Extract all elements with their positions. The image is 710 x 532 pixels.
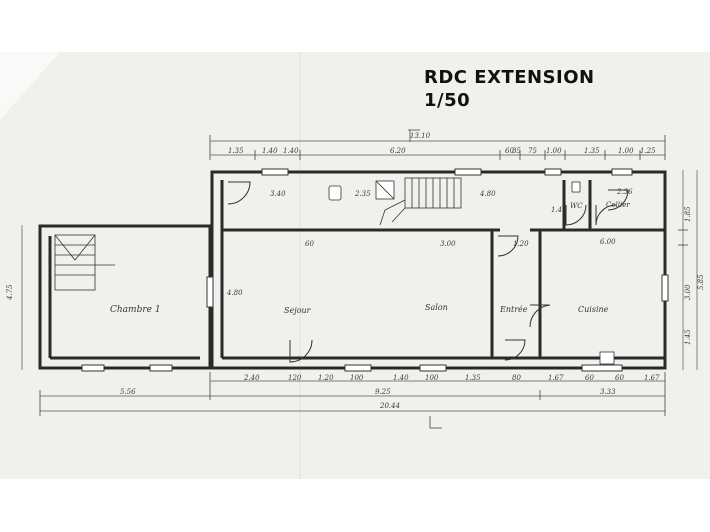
doors [227, 181, 629, 363]
svg-text:1.35: 1.35 [228, 147, 244, 155]
svg-text:1.35: 1.35 [465, 374, 481, 382]
svg-text:1.25: 1.25 [640, 147, 656, 155]
svg-text:3.40: 3.40 [270, 190, 286, 198]
svg-text:9.25: 9.25 [375, 388, 391, 396]
svg-text:3.00: 3.00 [440, 240, 456, 248]
svg-text:1.67: 1.67 [548, 374, 564, 382]
svg-text:60: 60 [585, 374, 594, 382]
svg-text:1.00: 1.00 [546, 147, 562, 155]
svg-text:1.45: 1.45 [551, 206, 567, 214]
room-label-salon: Salon [425, 303, 448, 312]
fixtures [328, 180, 615, 365]
windows [81, 168, 669, 372]
dim-bottom-mid: 5.56 9.25 3.33 [120, 388, 616, 396]
staircase-main [379, 177, 462, 226]
dim-inner: 3.40 2.35 4.80 2.36 1.45 60 3.00 6.00 4.… [226, 188, 633, 297]
svg-text:35: 35 [512, 147, 521, 155]
paper-sheet [0, 52, 710, 479]
svg-text:1.40: 1.40 [393, 374, 409, 382]
dim-right: 1.85 3.00 1.45 5.85 [684, 206, 705, 345]
dim-top-segments: 1.35 1.40 1.40 6.20 60 35 75 1.00 1.35 1… [228, 147, 656, 155]
svg-text:60: 60 [305, 240, 314, 248]
svg-text:80: 80 [512, 374, 521, 382]
svg-text:60: 60 [505, 147, 514, 155]
svg-text:60: 60 [615, 374, 624, 382]
paper-fold [0, 52, 60, 120]
dim-bottom-segments: 2.40 120 1.20 100 1.40 100 1.35 80 1.67 … [243, 374, 660, 382]
svg-text:1.40: 1.40 [262, 147, 278, 155]
bottom-dimension-chain [39, 372, 666, 429]
svg-text:75: 75 [528, 147, 537, 155]
svg-text:1.45: 1.45 [684, 329, 692, 345]
chambre-outer-wall [38, 224, 212, 370]
svg-text:3.33: 3.33 [600, 388, 616, 396]
top-dimension-chain [209, 129, 666, 160]
svg-text:1.85: 1.85 [684, 206, 692, 222]
svg-text:6.00: 6.00 [600, 238, 616, 246]
staircase-chambre [54, 234, 115, 291]
svg-text:100: 100 [350, 374, 364, 382]
room-label-cuisine: Cuisine [578, 305, 609, 314]
svg-text:2.35: 2.35 [354, 190, 371, 198]
svg-text:1.40: 1.40 [283, 147, 299, 155]
svg-text:4.80: 4.80 [479, 190, 496, 198]
dim-bottom-total: 20.44 [379, 402, 400, 410]
svg-text:2.40: 2.40 [243, 374, 260, 382]
svg-text:5.56: 5.56 [120, 388, 136, 396]
room-label-cellier: Cellier [606, 201, 630, 209]
svg-text:4.80: 4.80 [226, 289, 243, 297]
room-label-wc: WC [570, 202, 583, 210]
plan-scale: 1/50 [424, 90, 471, 111]
svg-text:6.20: 6.20 [390, 147, 406, 155]
svg-text:5.85: 5.85 [697, 274, 705, 290]
svg-text:1.20: 1.20 [318, 374, 334, 382]
svg-text:1.20: 1.20 [513, 240, 529, 248]
svg-text:1.00: 1.00 [618, 147, 634, 155]
dim-top-total: 13.10 [410, 132, 431, 140]
room-label-sejour: Sejour [284, 306, 312, 315]
plan-title: RDC EXTENSION [424, 67, 595, 88]
svg-text:2.36: 2.36 [616, 188, 633, 196]
svg-text:100: 100 [425, 374, 439, 382]
dim-left: 4.75 [6, 284, 14, 301]
side-dimension-chains [21, 170, 698, 370]
svg-text:3.00: 3.00 [684, 284, 692, 300]
main-outer-wall [210, 170, 667, 370]
room-label-chambre: Chambre 1 [110, 305, 161, 315]
svg-text:1.67: 1.67 [644, 374, 660, 382]
room-label-entree: Entrée [499, 305, 528, 314]
interior-walls [48, 180, 665, 360]
svg-text:1.35: 1.35 [584, 147, 600, 155]
svg-text:120: 120 [288, 374, 302, 382]
